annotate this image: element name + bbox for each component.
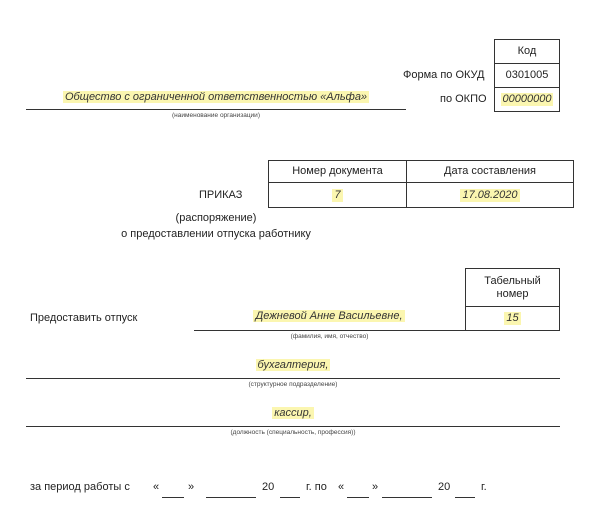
period-from-close-quote: » xyxy=(188,481,195,493)
period-to-day-line xyxy=(347,497,369,498)
employee-name-line xyxy=(194,330,465,331)
okpo-value-cell: 00000000 xyxy=(494,88,560,112)
period-from-month-line xyxy=(206,497,256,498)
okud-label: Форма по ОКУД xyxy=(403,69,485,81)
okud-value: 0301005 xyxy=(505,69,549,81)
period-label: за период работы с xyxy=(30,481,130,493)
period-to-year-prefix: 20 xyxy=(438,481,451,493)
doc-number-cell: 7 xyxy=(268,183,407,208)
position-value: кассир, xyxy=(272,407,314,419)
position-line xyxy=(26,426,560,427)
code-header-cell: Код xyxy=(494,39,560,64)
period-from-open-quote: « xyxy=(153,481,160,493)
doc-date-cell: 17.08.2020 xyxy=(407,183,574,208)
period-to-month-line xyxy=(382,497,432,498)
employee-name: Дежневой Анне Васильевне, xyxy=(253,310,405,322)
organization-name-wrap: Общество с ограниченной ответственностью… xyxy=(26,91,406,103)
period-to-label: г. по xyxy=(306,481,327,493)
organization-line xyxy=(26,109,406,110)
okud-value-cell: 0301005 xyxy=(494,64,560,88)
period-to-open-quote: « xyxy=(338,481,345,493)
department-wrap: бухгалтерия, xyxy=(26,359,560,371)
doc-date-header-cell: Дата составления xyxy=(407,160,574,183)
position-wrap: кассир, xyxy=(26,407,560,419)
employee-name-wrap: Дежневой Анне Васильевне, xyxy=(194,310,464,322)
organization-name: Общество с ограниченной ответственностью… xyxy=(62,91,370,103)
tab-number-value: 15 xyxy=(504,312,521,325)
period-to-year-suffix: г. xyxy=(481,481,487,493)
department-value: бухгалтерия, xyxy=(255,359,331,371)
grant-label: Предоставить отпуск xyxy=(30,312,138,324)
period-to-year-line xyxy=(455,497,475,498)
tab-number-header: Табельный номер xyxy=(484,274,541,300)
okpo-value: 00000000 xyxy=(500,93,554,106)
doc-date-header: Дата составления xyxy=(444,165,536,177)
doc-date-value: 17.08.2020 xyxy=(460,188,520,202)
doc-number-header: Номер документа xyxy=(292,165,383,177)
department-caption: (структурное подразделение) xyxy=(248,381,338,388)
doc-number-value: 7 xyxy=(332,188,343,202)
tab-number-cell: 15 xyxy=(465,307,560,331)
period-from-day-line xyxy=(162,497,184,498)
doc-number-header-cell: Номер документа xyxy=(268,160,407,183)
code-header: Код xyxy=(517,45,537,57)
department-line xyxy=(26,378,560,379)
document-subtitle-2: о предоставлении отпуска работнику xyxy=(121,228,311,240)
period-to-close-quote: » xyxy=(372,481,379,493)
period-from-year-line xyxy=(280,497,300,498)
document-title: ПРИКАЗ xyxy=(199,189,243,201)
period-from-year-prefix: 20 xyxy=(262,481,275,493)
document-subtitle-1: (распоряжение) xyxy=(175,212,257,224)
tab-number-header-cell: Табельный номер xyxy=(465,268,560,307)
employee-name-caption: (фамилия, имя, отчество) xyxy=(290,333,369,340)
organization-caption: (наименование организации) xyxy=(172,112,260,119)
okpo-label: по ОКПО xyxy=(440,93,487,105)
position-caption: (должность (специальность, профессия)) xyxy=(230,429,356,436)
